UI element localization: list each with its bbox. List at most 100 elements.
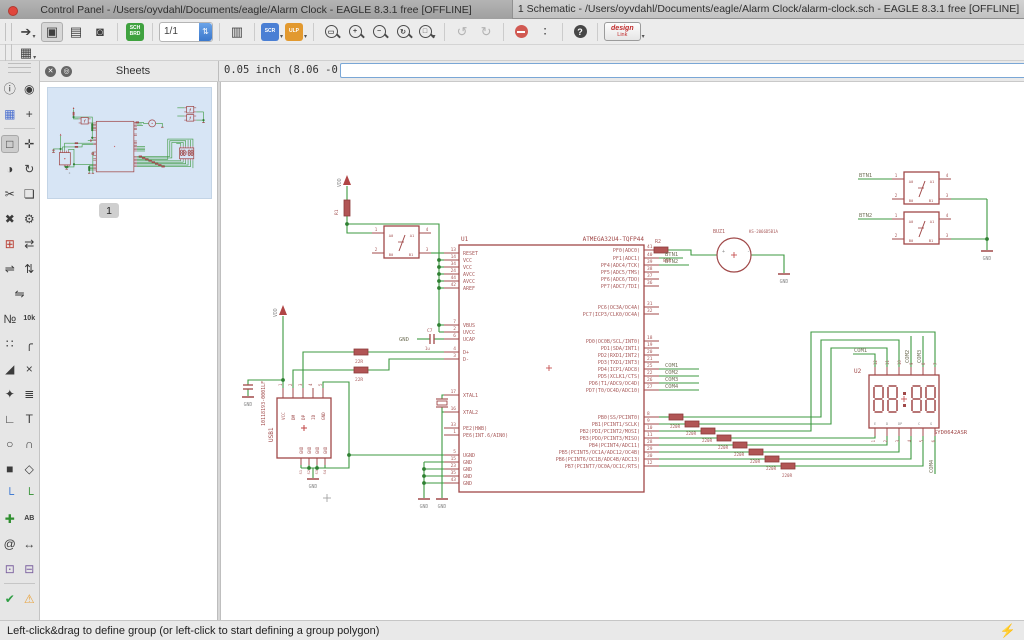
rect-icon[interactable]: ■ [6,461,14,476]
mirror-icon[interactable]: ◑ [6,161,14,176]
svg-text:PD4(ICP1/ADC8): PD4(ICP1/ADC8) [598,367,640,373]
svg-text:GND: GND [307,446,312,454]
open-button[interactable]: ➔▾ [20,23,36,40]
svg-text:7: 7 [933,362,938,365]
invoke-icon[interactable]: ≣ [24,386,35,401]
svg-text:PD5(XCLK1/CTS): PD5(XCLK1/CTS) [598,374,640,380]
replace-icon[interactable]: ⇄ [24,236,35,251]
change-icon[interactable]: ⚙ [23,211,35,226]
svg-text:11: 11 [647,432,653,438]
schematic-titlebar[interactable]: 1 Schematic - /Users/oyvdahl/Documents/e… [512,0,1024,19]
svg-text:2: 2 [453,326,456,332]
svg-text:BTN1: BTN1 [859,173,872,179]
zoom-select-button[interactable]: □▾ [416,22,438,42]
redo-button[interactable]: ↻ [480,23,492,39]
svg-text:1: 1 [375,227,378,232]
control-panel-titlebar[interactable]: Control Panel - /Users/oyvdahl/Documents… [0,0,512,20]
zoom-redraw-button[interactable]: ↻ [392,22,414,42]
sheet-number-label[interactable]: 1 [99,203,119,218]
close-panel-icon[interactable]: ✕ [45,65,56,77]
zoom-in-button[interactable]: + [344,22,366,42]
split-icon[interactable]: × [25,361,33,376]
show-icon[interactable]: ◉ [24,81,35,96]
rotate-icon[interactable]: ↻ [24,161,35,176]
svg-text:GND: GND [463,460,472,466]
copy-icon[interactable]: ❏ [23,186,35,201]
dimension-icon[interactable]: ↔ [23,536,36,551]
panel-divider[interactable] [218,82,221,620]
cut-icon[interactable]: ✂ [4,186,15,201]
svg-text:GND: GND [463,474,472,480]
miter-icon[interactable]: ╭ [25,336,33,351]
print-button[interactable]: ▤ [69,23,83,39]
group-select-icon[interactable]: □ [0,134,19,153]
erc-icon[interactable]: ✔ [4,591,15,606]
gateswap-icon[interactable]: ⇋ [14,286,25,301]
info-icon[interactable]: ⓘ [3,82,16,96]
close-window-button[interactable] [8,6,18,16]
grid-button[interactable]: ▦▾ [19,44,37,61]
sheet-thumbnail[interactable] [48,88,211,198]
svg-text:16: 16 [451,406,457,412]
add-part-icon[interactable]: ⊞ [4,236,15,251]
move-icon[interactable]: ✛ [24,136,35,151]
polygon-icon[interactable]: ◇ [24,461,34,476]
value-icon[interactable]: 10k [23,315,36,322]
buzzer[interactable] [716,237,752,273]
optimize-icon[interactable]: ✦ [4,386,15,401]
svg-text:PC6(OC3A/OC4A): PC6(OC3A/OC4A) [598,305,640,311]
svg-text:SYD0642ASR: SYD0642ASR [934,430,968,436]
undo-button[interactable]: ↺ [456,23,468,39]
port-icon[interactable]: ⊟ [24,561,35,576]
display-layers-icon[interactable]: ▦ [4,106,16,121]
bend-icon[interactable]: ◢ [5,361,15,376]
svg-text:22R: 22R [355,359,363,365]
svg-text:COM3: COM3 [917,350,923,363]
mark-icon[interactable]: + [25,106,33,121]
paste-icon[interactable]: ⇅ [24,261,35,276]
svg-text:PB5(PCINT5/OC1A/ADC12/OC4B): PB5(PCINT5/OC1A/ADC12/OC4B) [559,450,640,456]
text-icon[interactable]: T [25,411,33,426]
options-dots-button[interactable]: ∶ [543,23,547,39]
zoom-out-button[interactable]: − [368,22,390,42]
wire-icon[interactable]: ∟ [3,411,16,426]
smash-icon[interactable]: ∷ [5,336,14,351]
help-button[interactable]: ? [569,22,591,42]
delete-icon[interactable]: ✖ [4,211,15,226]
cam-button[interactable]: ◙ [96,24,104,39]
svg-text:C: C [918,422,920,426]
ulp-button[interactable]: ULP▾ [285,22,307,42]
float-panel-icon[interactable]: ◎ [61,65,72,77]
svg-text:17: 17 [451,389,457,395]
arc-icon[interactable]: ∩ [24,436,34,451]
stop-button[interactable] [510,22,532,42]
errors-icon[interactable]: ⚠ [23,591,35,606]
junction-icon[interactable]: ✚ [4,511,15,526]
attribute-icon[interactable]: @ [3,536,16,551]
circle-icon[interactable]: ○ [6,436,14,451]
svg-text:A0: A0 [389,233,394,238]
scr-button[interactable]: SCR▾ [261,22,283,42]
zoom-fit-button[interactable]: ▭ [320,22,342,42]
net-icon[interactable]: └ [24,486,34,501]
pinswap-icon[interactable]: ⇌ [4,261,15,276]
errors-indicator-icon[interactable]: ⚡ [999,623,1016,638]
svg-text:12: 12 [873,360,878,365]
command-combobox[interactable]: ▼ [340,63,1024,78]
sheet-stepper[interactable]: ⇅ [199,22,212,41]
library-button[interactable]: ▥ [230,23,244,39]
svg-text:A1: A1 [930,219,935,224]
label-icon[interactable]: AB [24,515,35,522]
save-button[interactable]: ▣ [41,21,63,42]
command-input[interactable] [341,64,1024,77]
bus-icon[interactable]: └ [5,486,14,501]
name-icon[interactable]: № [3,311,17,326]
buzzer[interactable] [148,119,156,128]
svg-text:PD0(OC0B/SCL/INT0): PD0(OC0B/SCL/INT0) [586,339,640,345]
sheet-selector[interactable]: 1/1⇅ [159,21,213,42]
module-icon[interactable]: ⊡ [4,561,15,576]
svg-text:1: 1 [895,213,898,218]
